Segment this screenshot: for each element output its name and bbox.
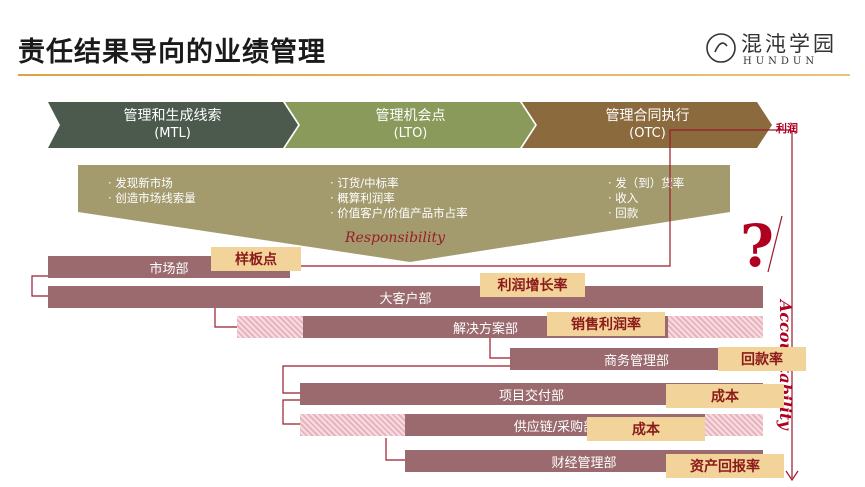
hatch-solution-right	[668, 316, 763, 338]
logo-text-en: HUNDUN	[743, 56, 819, 67]
dept-label: 供应链/采购部	[513, 419, 597, 435]
profit-label: 利润	[776, 122, 798, 135]
stage-chevron-otc	[522, 102, 772, 148]
funnel-item: · 收入	[608, 191, 639, 205]
metric-cost-supply: 成本	[587, 417, 705, 441]
stage-lto-name: 管理机会点	[375, 108, 446, 124]
question-mark: ?	[740, 212, 774, 280]
connector-delivery-supply	[282, 399, 300, 425]
dept-label: 财经管理部	[551, 455, 617, 471]
funnel-item: · 创造市场线索量	[108, 191, 196, 205]
connector-market-profit	[290, 129, 790, 267]
connector-keyaccount-solution	[214, 308, 237, 328]
dept-label: 解决方案部	[452, 321, 518, 337]
connector-supply-finance	[385, 438, 405, 461]
responsibility-label: Responsibility	[345, 230, 446, 246]
funnel-item: · 发现新市场	[108, 176, 173, 190]
funnel-col-lto: · 订货/中标率 · 概算利润率 · 价值客户/价值产品市占率	[330, 176, 468, 221]
responsibility-funnel	[78, 165, 730, 262]
stage-mtl-abbr: (MTL)	[154, 126, 191, 141]
hatch-supply-left	[300, 414, 405, 436]
funnel-col-otc: · 发（到）货率 · 收入 · 回款	[608, 176, 684, 221]
funnel-item: · 订货/中标率	[330, 176, 399, 190]
funnel-item: · 发（到）货率	[608, 176, 685, 190]
stage-otc-name: 管理合同执行	[605, 108, 690, 124]
logo-text-cn: 混沌学园	[741, 32, 837, 56]
title-divider	[18, 74, 850, 76]
stage-otc: 管理合同执行 (OTC)	[535, 102, 760, 148]
metric-sales-margin: 销售利润率	[547, 312, 665, 336]
metric-profit-growth: 利润增长率	[480, 273, 585, 297]
connector-business-delivery	[282, 365, 510, 394]
dept-label: 商务管理部	[603, 353, 669, 369]
metric-roa: 资产回报率	[666, 454, 784, 478]
hatch-supply-right	[705, 414, 763, 436]
dept-label: 大客户部	[379, 291, 432, 307]
stage-otc-abbr: (OTC)	[629, 126, 666, 141]
funnel-col-mtl: · 发现新市场 · 创造市场线索量	[108, 176, 196, 206]
stage-chevron-mtl	[48, 102, 298, 148]
accountability-arrow-head	[785, 470, 799, 482]
question-pointer	[767, 215, 783, 273]
connector-solution-business	[489, 338, 510, 359]
stage-lto: 管理机会点 (LTO)	[298, 102, 523, 148]
dept-bar-business: 商务管理部	[510, 348, 763, 370]
funnel-item: · 概算利润率	[330, 191, 395, 205]
stage-mtl: 管理和生成线索 (MTL)	[60, 102, 285, 148]
funnel-item: · 价值客户/价值产品市占率	[330, 206, 468, 220]
stage-chevron-lto	[285, 102, 535, 148]
stage-mtl-name: 管理和生成线索	[123, 108, 222, 124]
brand-logo: 混沌学园 HUNDUN	[705, 28, 855, 72]
stage-lto-abbr: (LTO)	[393, 126, 428, 141]
metric-collection: 回款率	[718, 347, 806, 371]
connector-market-keyaccount	[31, 275, 48, 297]
hatch-solution-left	[237, 316, 303, 338]
page-title: 责任结果导向的业绩管理	[18, 37, 326, 68]
funnel-item: · 回款	[608, 206, 639, 220]
dept-label: 市场部	[149, 261, 189, 277]
dept-bar-delivery: 项目交付部	[300, 383, 763, 405]
metric-cost-delivery: 成本	[666, 384, 784, 408]
metric-sample: 样板点	[211, 247, 301, 271]
dept-label: 项目交付部	[498, 388, 564, 404]
logo-circle-icon	[706, 33, 736, 63]
